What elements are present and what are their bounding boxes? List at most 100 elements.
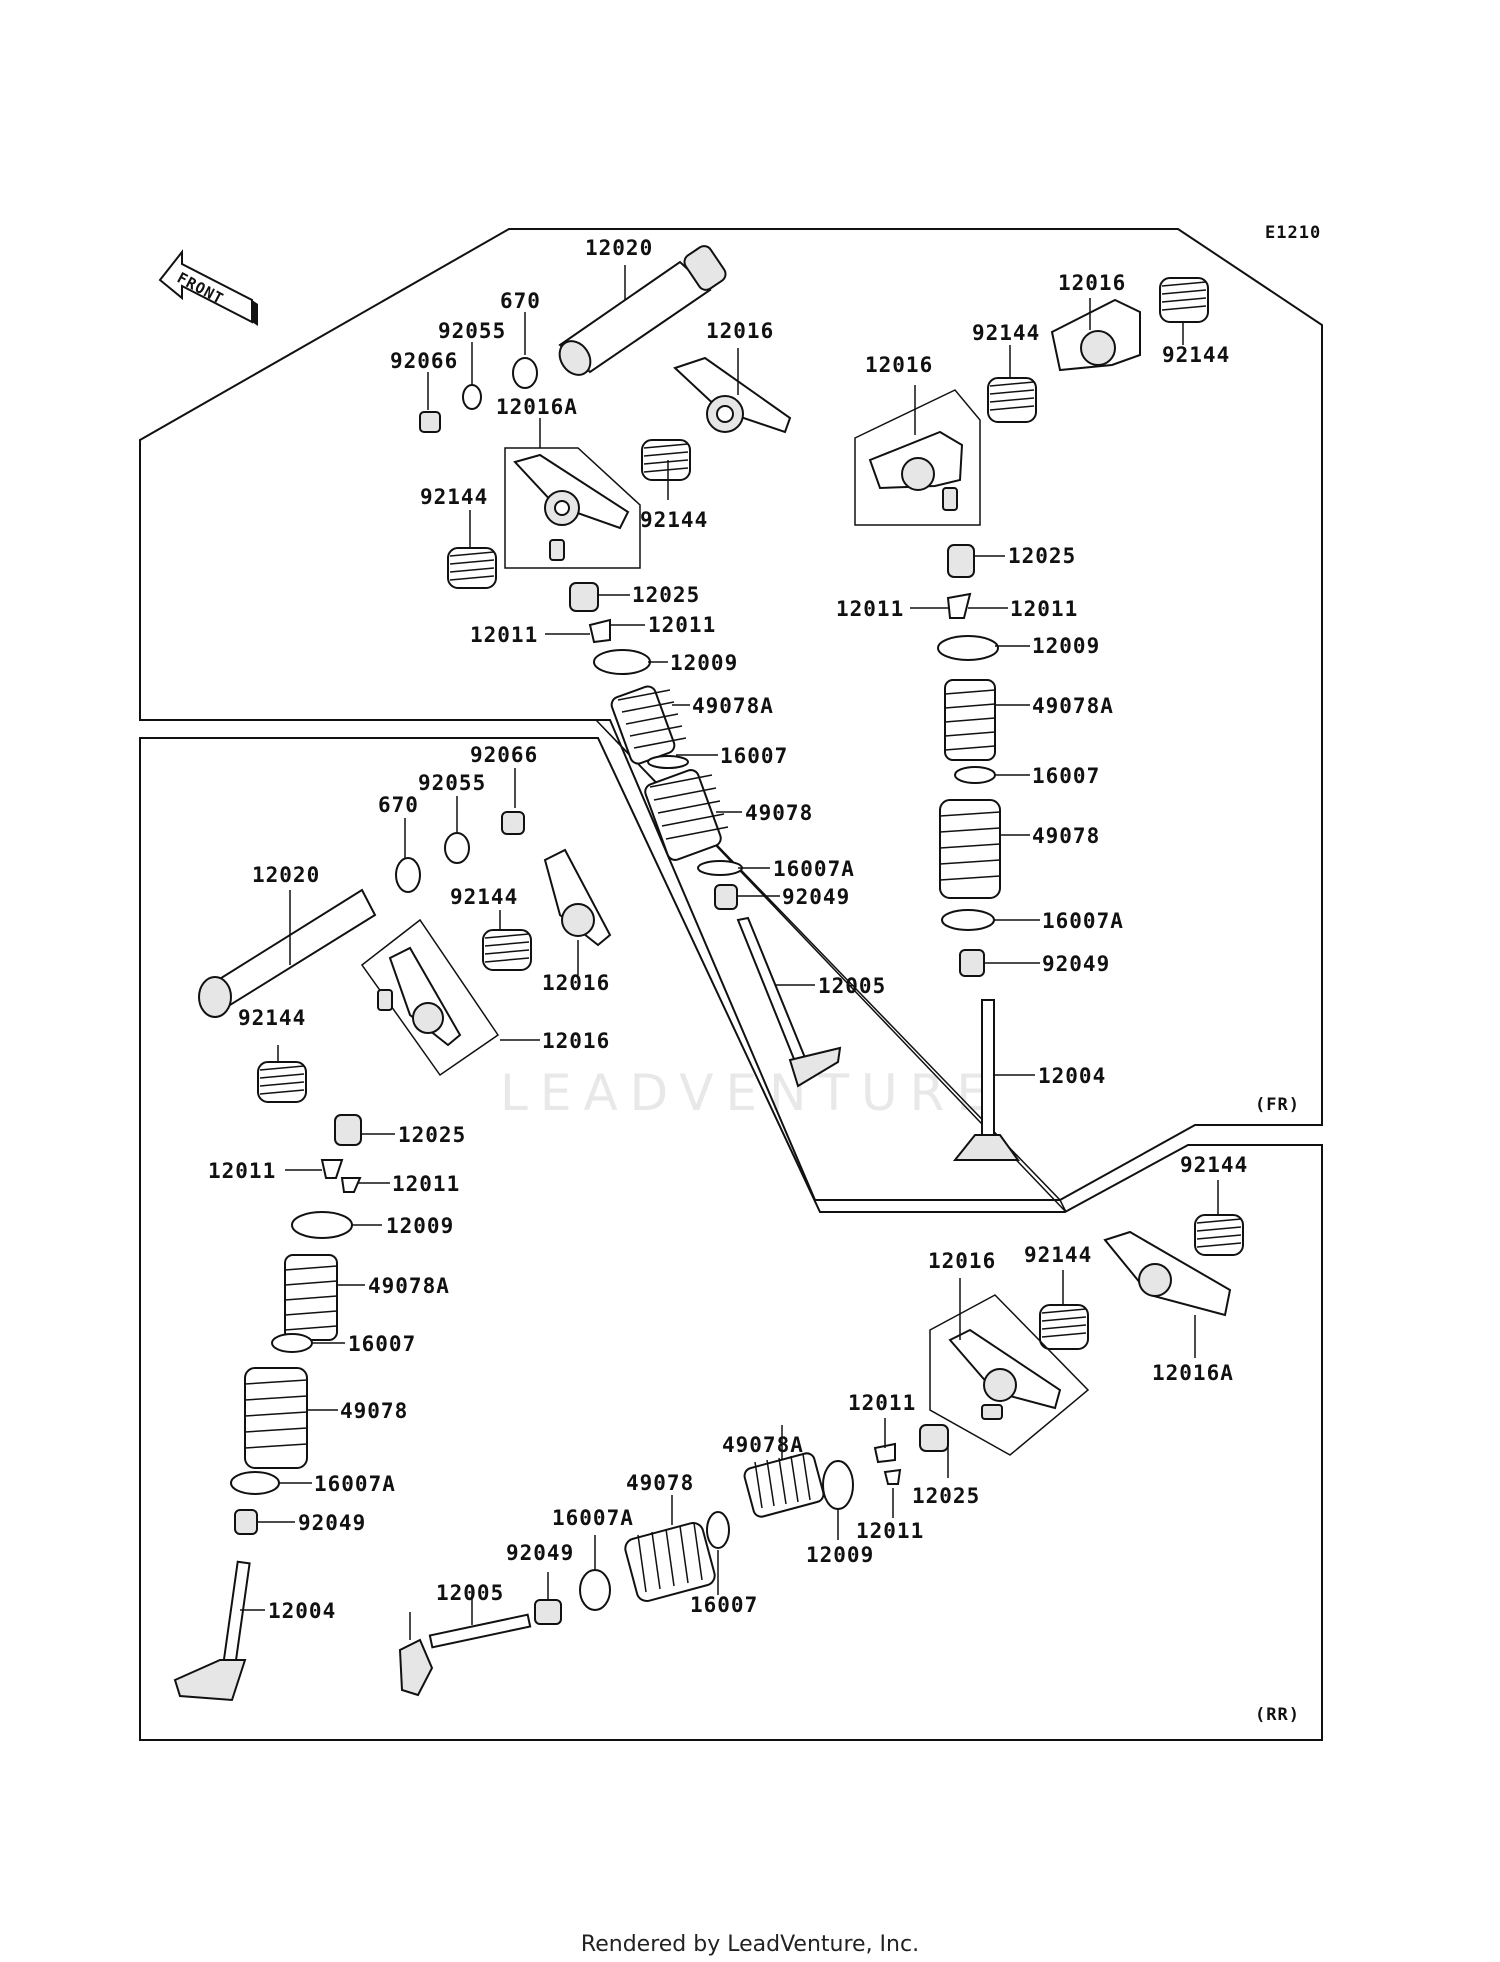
o-ring-icon — [444, 832, 470, 864]
small-spring-icon — [447, 547, 497, 589]
rear-section-frame — [139, 737, 1323, 1741]
part-number: 12016 — [865, 353, 933, 377]
part-number: 12016 — [706, 319, 774, 343]
part-number: 49078A — [692, 694, 774, 718]
section-label-fr: (FR) — [1255, 1095, 1300, 1115]
plug-icon — [419, 411, 441, 433]
valve-cotter-icon — [873, 1442, 896, 1464]
outer-spring-icon — [743, 1452, 825, 1518]
small-spring-icon — [1159, 277, 1209, 323]
spring-seat-icon — [647, 755, 689, 769]
part-number: 49078 — [340, 1399, 408, 1423]
watermark: LEADVENTURE — [500, 1064, 1000, 1122]
small-spring-icon — [987, 377, 1037, 423]
valve-cotter-icon — [883, 1468, 902, 1485]
part-number: 12009 — [806, 1543, 874, 1567]
inner-spring-icon — [624, 1521, 716, 1603]
part-number: 12004 — [268, 1599, 336, 1623]
part-number: 16007 — [720, 744, 788, 768]
part-number: 12025 — [632, 583, 700, 607]
part-number: 92049 — [298, 1511, 366, 1535]
valve-cotter-icon — [320, 1159, 344, 1179]
valve-seal-icon — [714, 884, 738, 910]
part-number: 12011 — [1010, 597, 1078, 621]
part-number: 92049 — [1042, 952, 1110, 976]
spring-seat-icon — [579, 1569, 611, 1611]
part-number: 16007 — [690, 1593, 758, 1617]
front-arrow-icon: FRONT — [158, 249, 258, 326]
part-number: 49078 — [745, 801, 813, 825]
spring-seat-icon — [954, 766, 996, 784]
o-ring-icon — [395, 857, 421, 893]
valve-seal-icon — [534, 1599, 562, 1625]
valve-icon — [173, 1560, 251, 1702]
part-number: 16007A — [552, 1506, 634, 1530]
part-number: 92066 — [390, 349, 458, 373]
outer-spring-icon — [610, 685, 687, 765]
small-spring-icon — [1194, 1214, 1244, 1256]
spring-retainer-icon — [822, 1460, 854, 1510]
outer-spring-icon — [944, 679, 996, 761]
leader-lines — [240, 265, 1219, 1640]
tappet-icon — [569, 582, 599, 612]
part-number: 92144 — [420, 485, 488, 509]
footer-credit: Rendered by LeadVenture, Inc. — [580, 1932, 920, 1957]
part-number: 49078 — [626, 1471, 694, 1495]
small-spring-icon — [482, 929, 532, 971]
part-number: 12011 — [856, 1519, 924, 1543]
rocker-arm-icon — [1103, 1230, 1232, 1317]
rocker-arm-icon — [513, 453, 630, 561]
front-section-inner-line — [595, 719, 1067, 1213]
part-number: 12009 — [386, 1214, 454, 1238]
rocker-arm-icon — [673, 356, 792, 434]
o-ring-icon — [512, 357, 538, 389]
rocker-arm-icon — [1050, 298, 1141, 372]
valve-cotter-icon — [340, 1177, 362, 1193]
o-ring-icon — [462, 384, 482, 410]
part-number: 16007 — [348, 1332, 416, 1356]
part-number: 16007 — [1032, 764, 1100, 788]
part-number: 92144 — [972, 321, 1040, 345]
part-number: 670 — [378, 793, 419, 817]
spring-seat-icon — [706, 1511, 730, 1549]
callout-labels: 12020 670 92055 92066 12016A 12016 92144… — [208, 236, 1247, 1623]
spring-seat-icon — [230, 1471, 280, 1495]
part-number: 92144 — [238, 1006, 306, 1030]
part-number: 12025 — [1008, 544, 1076, 568]
part-number: 49078 — [1032, 824, 1100, 848]
part-number: 12011 — [392, 1172, 460, 1196]
part-number: 670 — [500, 289, 541, 313]
part-number: 12016 — [542, 1029, 610, 1053]
rocker-shaft-icon — [198, 888, 377, 1018]
valve-seal-icon — [234, 1509, 258, 1535]
part-number: 12016A — [496, 395, 578, 419]
tappet-icon — [919, 1424, 949, 1452]
spring-retainer-icon — [291, 1211, 353, 1239]
part-number: 12016 — [1058, 271, 1126, 295]
inner-spring-icon — [644, 769, 729, 861]
part-number: 12011 — [470, 623, 538, 647]
section-label-rr: (RR) — [1255, 1705, 1300, 1725]
part-number: 12025 — [398, 1123, 466, 1147]
tappet-icon — [947, 544, 975, 578]
part-number: 92144 — [1024, 1243, 1092, 1267]
part-number: 12005 — [818, 974, 886, 998]
spring-seat-icon — [697, 860, 743, 876]
part-number: 92066 — [470, 743, 538, 767]
inner-spring-icon — [939, 799, 1001, 899]
small-spring-icon — [641, 439, 691, 481]
small-spring-icon — [257, 1061, 307, 1103]
diagram-code: E1210 — [1265, 223, 1321, 243]
rocker-arm-box — [929, 1294, 1090, 1456]
rocker-arm-icon — [377, 946, 462, 1047]
part-number: 12020 — [252, 863, 320, 887]
part-number: 49078A — [1032, 694, 1114, 718]
outer-spring-icon — [284, 1254, 338, 1341]
part-number: 12025 — [912, 1484, 980, 1508]
part-number: 12020 — [585, 236, 653, 260]
part-number: 92049 — [506, 1541, 574, 1565]
part-number: 12009 — [1032, 634, 1100, 658]
part-number: 12016 — [928, 1249, 996, 1273]
valve-icon — [952, 999, 1020, 1161]
